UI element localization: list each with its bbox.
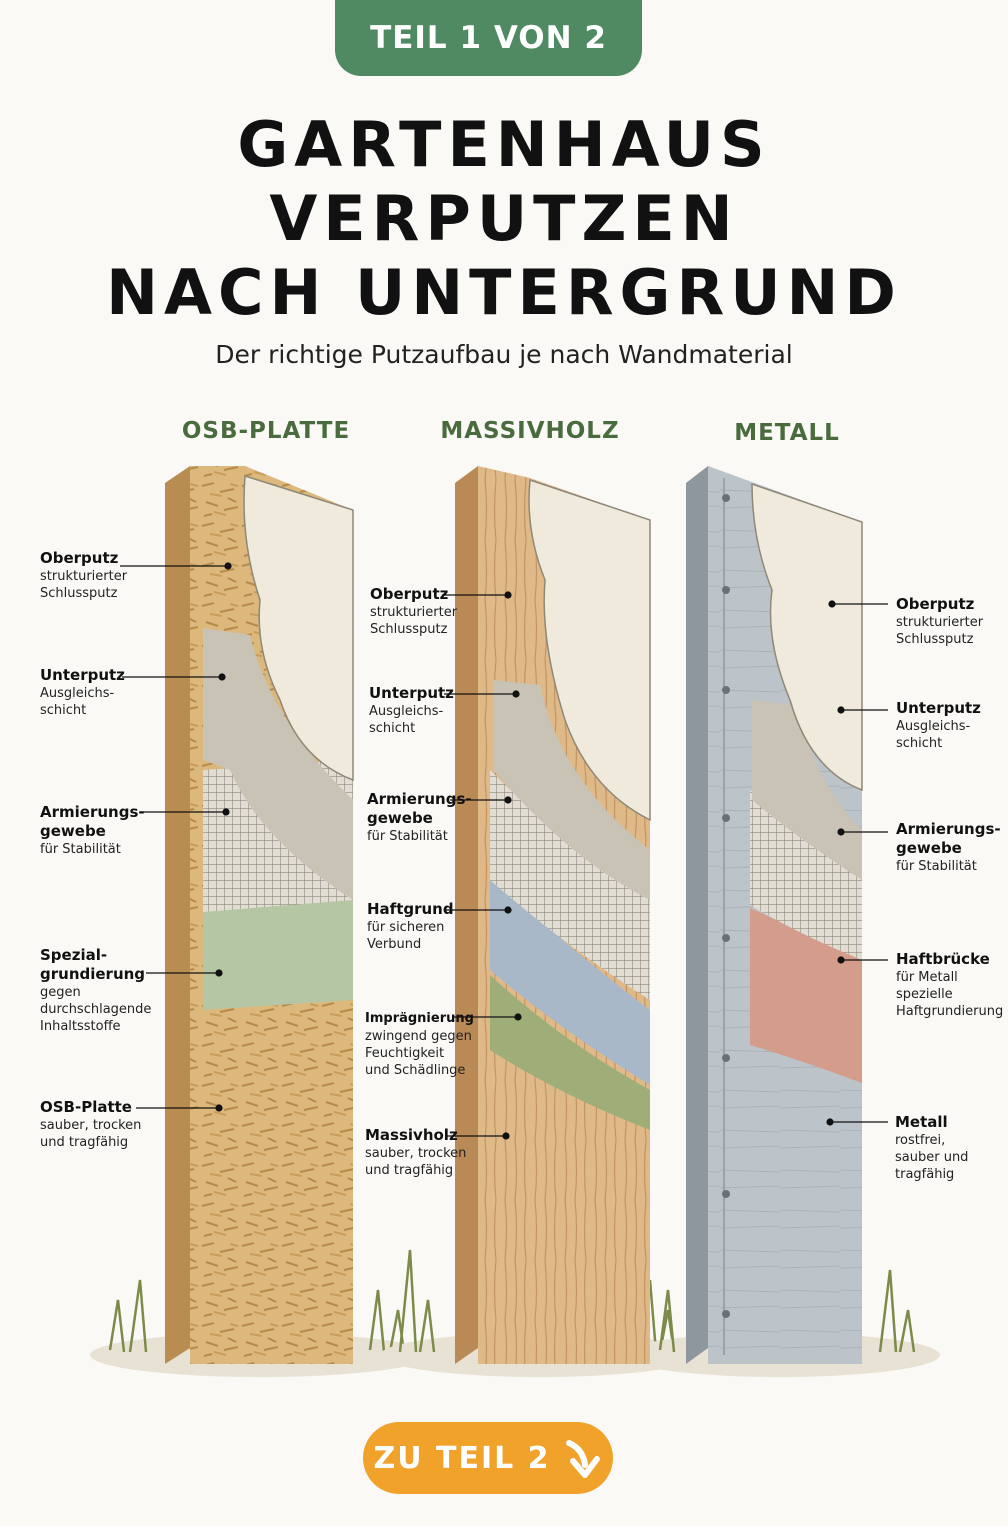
callout-title: Spezial- grundierung bbox=[40, 946, 146, 983]
callout-metall-armierungsgewebe: Armierungs- gewebe für Stabilität bbox=[896, 820, 1001, 875]
callout-title: Armierungs- gewebe bbox=[40, 803, 145, 840]
title-line-2: VERPUTZEN bbox=[269, 182, 739, 255]
callout-massivholz-untergrund: Massivholz sauber, trocken und tragfähig bbox=[365, 1126, 466, 1179]
callout-osb-oberputz: Oberputz strukturierter Schlussputz bbox=[40, 549, 127, 602]
callout-desc: Ausgleichs- schicht bbox=[896, 719, 971, 751]
callout-metall-untergrund: Metall rostfrei, sauber und tragfähig bbox=[895, 1113, 968, 1183]
callout-desc: für sicheren Verbund bbox=[367, 920, 445, 952]
column-heading-osb: OSB-PLATTE bbox=[181, 418, 351, 444]
callout-desc: sauber, trocken und tragfähig bbox=[365, 1146, 467, 1178]
callout-desc: für Stabilität bbox=[40, 842, 121, 857]
wall-massivholz bbox=[455, 466, 651, 1364]
next-part-button[interactable]: ZU TEIL 2 bbox=[363, 1422, 613, 1494]
page-subtitle: Der richtige Putzaufbau je nach Wandmate… bbox=[215, 340, 793, 369]
next-part-label: ZU TEIL 2 bbox=[373, 1440, 551, 1476]
layer-mesh-metall bbox=[750, 790, 862, 960]
wall-metall bbox=[686, 466, 863, 1364]
layer-impraegnierung bbox=[490, 975, 650, 1130]
layer-unterputz-osb bbox=[203, 628, 353, 900]
title-line-1: GARTENHAUS bbox=[237, 108, 771, 181]
layer-oberputz-osb bbox=[243, 475, 354, 782]
callout-title: Oberputz bbox=[40, 549, 119, 567]
callout-title: Oberputz bbox=[896, 595, 975, 613]
callout-desc: für Stabilität bbox=[896, 859, 977, 874]
layer-haftbruecke bbox=[750, 908, 862, 1083]
callout-desc: Ausgleichs- schicht bbox=[40, 686, 115, 718]
callout-desc: zwingend gegen Feuchtigkeit und Schädlin… bbox=[365, 1029, 472, 1078]
layer-spezialgrundierung-osb bbox=[203, 880, 353, 1010]
callout-title: Metall bbox=[895, 1113, 948, 1131]
callout-massivholz-haftgrund: Haftgrund für sicheren Verbund bbox=[367, 900, 454, 953]
callout-title: OSB-Platte bbox=[40, 1098, 132, 1116]
callout-title: Unterputz bbox=[896, 699, 981, 717]
callout-title: Haftgrund bbox=[367, 900, 454, 918]
callout-osb-armierungsgewebe: Armierungs- gewebe für Stabilität bbox=[40, 803, 145, 858]
callout-metall-unterputz: Unterputz Ausgleichs- schicht bbox=[896, 699, 981, 752]
page-title: GARTENHAUS VERPUTZEN NACH UNTERGRUND bbox=[0, 108, 1008, 330]
title-line-3: NACH UNTERGRUND bbox=[106, 256, 902, 329]
callout-title: Unterputz bbox=[369, 684, 454, 702]
layer-oberputz-metall bbox=[751, 482, 863, 792]
leader-lines bbox=[120, 562, 888, 1140]
callout-metall-haftbruecke: Haftbrücke für Metall spezielle Haftgrun… bbox=[896, 950, 1003, 1020]
callout-title: Massivholz bbox=[365, 1126, 458, 1144]
callout-osb-platte: OSB-Platte sauber, trocken und tragfähig bbox=[40, 1098, 141, 1151]
column-heading-metall: METALL bbox=[734, 420, 840, 446]
callout-title: Oberputz bbox=[370, 585, 449, 603]
layer-mesh-massivholz bbox=[490, 770, 650, 1000]
callout-desc: gegen durchschlagende Inhaltsstoffe bbox=[40, 985, 152, 1034]
callout-massivholz-impraegnierung: Imprägnierung zwingend gegen Feuchtigkei… bbox=[365, 1009, 474, 1079]
callout-title: Imprägnierung bbox=[365, 1011, 474, 1026]
arrow-down-right-icon bbox=[565, 1440, 600, 1478]
callout-title: Armierungs- gewebe bbox=[896, 820, 1001, 857]
callout-osb-unterputz: Unterputz Ausgleichs- schicht bbox=[40, 666, 125, 719]
callout-desc: Ausgleichs- schicht bbox=[369, 704, 444, 736]
callout-desc: strukturierter Schlussputz bbox=[370, 605, 458, 637]
layer-haftgrund bbox=[490, 875, 650, 1085]
callout-desc: rostfrei, sauber und tragfähig bbox=[895, 1133, 969, 1182]
callout-title: Haftbrücke bbox=[896, 950, 990, 968]
wall-osb bbox=[165, 466, 354, 1364]
callout-title: Armierungs- gewebe bbox=[367, 790, 472, 827]
callout-desc: sauber, trocken und tragfähig bbox=[40, 1118, 142, 1150]
callout-osb-spezialgrundierung: Spezial- grundierung gegen durchschlagen… bbox=[40, 946, 151, 1035]
layer-unterputz-metall bbox=[752, 700, 862, 880]
callout-massivholz-oberputz: Oberputz strukturierter Schlussputz bbox=[370, 585, 457, 638]
part-badge: TEIL 1 VON 2 bbox=[335, 0, 642, 76]
callout-metall-oberputz: Oberputz strukturierter Schlussputz bbox=[896, 595, 983, 648]
callout-desc: strukturierter Schlussputz bbox=[896, 615, 984, 647]
callout-title: Unterputz bbox=[40, 666, 125, 684]
layer-oberputz-massivholz bbox=[528, 478, 651, 822]
column-heading-massivholz: MASSIVHOLZ bbox=[440, 418, 620, 444]
callout-massivholz-unterputz: Unterputz Ausgleichs- schicht bbox=[369, 684, 454, 737]
layer-unterputz-massivholz bbox=[493, 680, 650, 900]
callout-massivholz-armierungsgewebe: Armierungs- gewebe für Stabilität bbox=[367, 790, 472, 845]
callout-desc: für Stabilität bbox=[367, 829, 448, 844]
callout-desc: für Metall spezielle Haftgrundierung bbox=[896, 970, 1004, 1019]
callout-desc: strukturierter Schlussputz bbox=[40, 569, 128, 601]
